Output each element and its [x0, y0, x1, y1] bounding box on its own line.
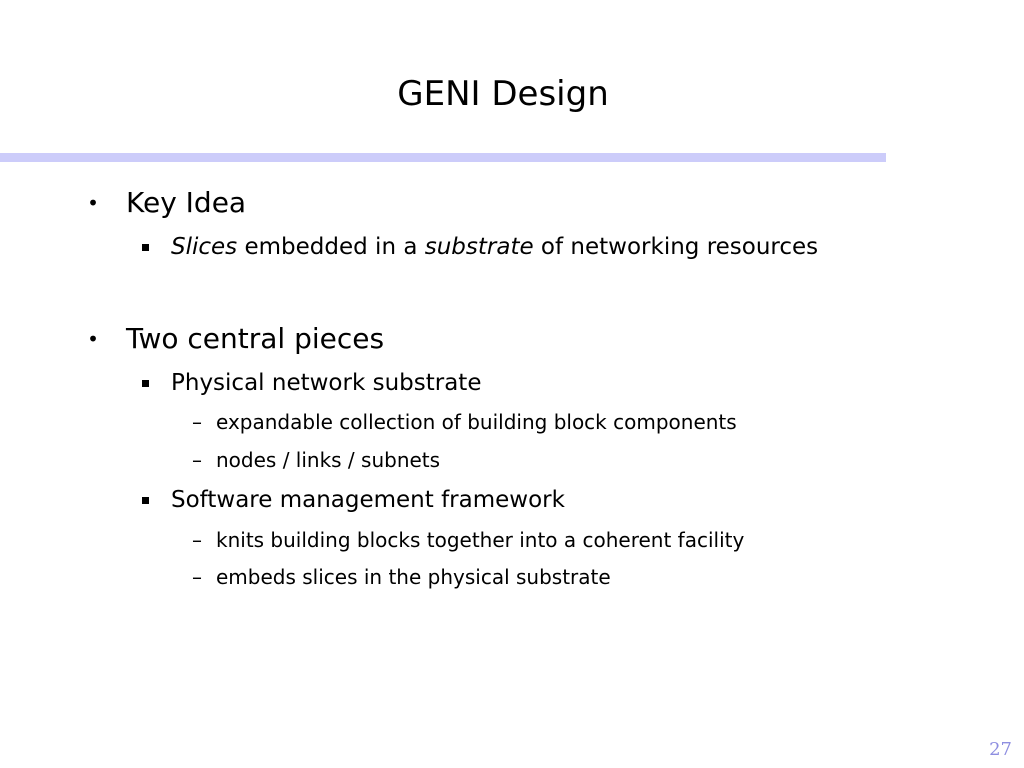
dash-item-text: nodes / links / subnets [216, 448, 441, 472]
dash-item-text: embeds slices in the physical substrate [216, 565, 611, 589]
round-bullet-icon: • [87, 327, 99, 351]
bullet-text: Two central pieces [126, 322, 385, 355]
slide-number: 27 [989, 739, 1012, 760]
bullet-text: Key Idea [126, 186, 247, 219]
dash-bullet-icon: – [192, 565, 202, 589]
dash-bullet-icon: – [192, 448, 202, 472]
italic-term-substrate: substrate [424, 234, 534, 260]
sub-bullet-text: Slices embedded in a substrate of networ… [171, 232, 818, 262]
dash-bullet-icon: – [192, 528, 202, 552]
dash-item-text: expandable collection of building block … [216, 410, 737, 434]
square-bullet-icon [142, 497, 149, 504]
square-bullet-icon [142, 244, 149, 251]
dash-item-text: knits building blocks together into a co… [216, 528, 745, 552]
slide-title: GENI Design [397, 74, 609, 114]
dash-bullet-icon: – [192, 410, 202, 434]
italic-term-slices: Slices [171, 234, 238, 260]
sub-bullet-text: Software management framework [171, 487, 565, 513]
title-rule [0, 153, 886, 162]
text-fragment: of networking resources [533, 234, 819, 260]
text-fragment: embedded in a [237, 234, 425, 260]
round-bullet-icon: • [87, 191, 99, 215]
square-bullet-icon [142, 380, 149, 387]
sub-bullet-text: Physical network substrate [171, 370, 482, 396]
